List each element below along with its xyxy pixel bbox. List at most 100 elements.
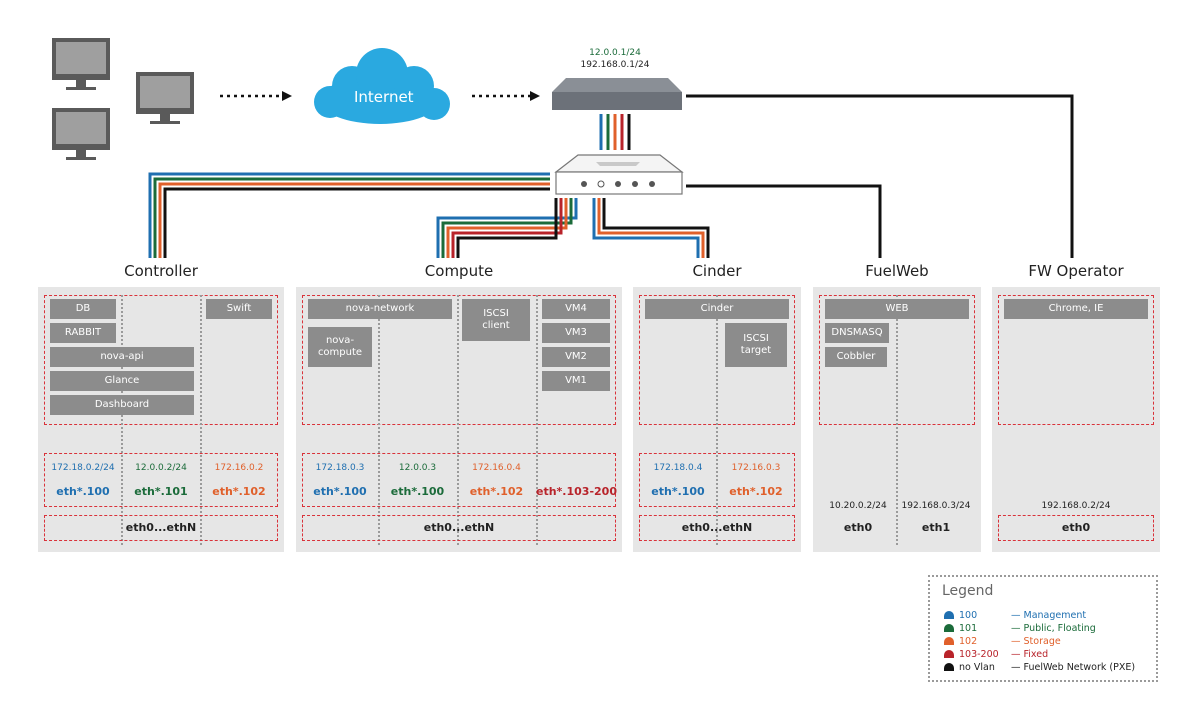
compute-vlan-divider	[457, 295, 459, 545]
service-iscsi-client: ISCSI client	[462, 299, 530, 341]
ip-label: 12.0.0.3	[398, 463, 437, 473]
legend: Legend 100 — Management 101 — Public, Fl…	[928, 575, 1158, 682]
vlan-100-swatch-icon	[944, 611, 954, 619]
ip-label: 192.168.0.2/24	[1041, 501, 1111, 511]
ip-label: 10.20.0.2/24	[829, 501, 887, 511]
legend-code: 101	[959, 622, 978, 634]
client-monitor-icon	[52, 108, 110, 160]
service-browser: Chrome, IE	[1004, 299, 1148, 319]
compute-panel: nova-network nova- compute ISCSI client …	[296, 287, 622, 552]
fuelweb-title: FuelWeb	[865, 262, 929, 280]
cinder-panel: Cinder ISCSI target 172.18.0.4 172.16.0.…	[633, 287, 801, 552]
no-vlan-swatch-icon	[944, 663, 954, 671]
fwoperator-panel: Chrome, IE 192.168.0.2/24 eth0	[992, 287, 1160, 552]
legend-desc: — Management	[1011, 609, 1087, 621]
gateway-router-icon	[552, 78, 682, 110]
legend-code: 102	[959, 635, 978, 647]
controller-panel: DB RABBIT nova-api Glance Dashboard Swif…	[38, 287, 284, 552]
controller-title: Controller	[124, 262, 198, 280]
gateway-switch-cables	[599, 114, 631, 150]
base-interface-label: eth0...ethN	[423, 521, 495, 534]
controller-vlan-divider	[200, 295, 202, 545]
service-cobbler: Cobbler	[825, 347, 887, 367]
service-cinder: Cinder	[645, 299, 789, 319]
service-nova-network: nova-network	[308, 299, 452, 319]
interface-label: eth*.100	[313, 485, 367, 498]
interface-label: eth1	[921, 521, 951, 534]
compute-vlan-divider	[378, 295, 380, 545]
legend-row: 102 — Storage	[944, 635, 1061, 647]
fwoperator-services-zone	[998, 295, 1154, 425]
gateway-ip-public: 12.0.0.1/24	[589, 48, 641, 58]
controller-base-zone	[44, 515, 278, 541]
ip-label: 192.168.0.3/24	[901, 501, 971, 511]
ip-label: 172.16.0.2	[214, 463, 264, 473]
ip-label: 172.16.0.4	[472, 463, 521, 473]
interface-label: eth*.103-200	[536, 485, 617, 498]
service-vm1: VM1	[542, 371, 610, 391]
legend-row: 101 — Public, Floating	[944, 622, 1096, 634]
controller-interfaces-zone	[44, 453, 278, 507]
interface-label: eth*.100	[56, 485, 110, 498]
legend-title: Legend	[942, 583, 994, 599]
ip-label: 172.16.0.3	[731, 463, 781, 473]
controller-services-zone	[44, 295, 278, 425]
cinder-vlan-divider	[716, 295, 718, 545]
service-vm3: VM3	[542, 323, 610, 343]
cinder-base-zone	[639, 515, 795, 541]
vlan-102-swatch-icon	[944, 637, 954, 645]
switch-controller-cables	[148, 172, 550, 258]
fwoperator-base-zone	[998, 515, 1154, 541]
gateway-fwoperator-cable	[686, 94, 1074, 258]
fwoperator-title: FW Operator	[1028, 262, 1124, 280]
service-dashboard: Dashboard	[50, 395, 194, 415]
service-vm4: VM4	[542, 299, 610, 319]
interface-label: eth*.102	[729, 485, 783, 498]
service-vm2: VM2	[542, 347, 610, 367]
legend-code: 103-200	[959, 648, 999, 660]
legend-code: no Vlan	[959, 661, 995, 673]
cinder-interfaces-zone	[639, 453, 795, 507]
legend-desc: — Public, Floating	[1011, 622, 1096, 634]
service-swift: Swift	[206, 299, 272, 319]
compute-interfaces-zone	[302, 453, 616, 507]
fuelweb-panel: WEB DNSMASQ Cobbler 10.20.0.2/24 192.168…	[813, 287, 981, 552]
service-rabbit: RABBIT	[50, 323, 116, 343]
interface-label: eth*.100	[390, 485, 445, 498]
ip-label: 172.18.0.4	[653, 463, 703, 473]
legend-desc: — FuelWeb Network (PXE)	[1011, 661, 1136, 673]
dotted-arrow-icon	[472, 91, 540, 101]
dotted-arrow-icon	[220, 91, 292, 101]
fuelweb-divider	[896, 295, 898, 545]
network-switch-icon	[554, 154, 684, 195]
service-nova-compute: nova- compute	[308, 327, 372, 367]
compute-base-zone	[302, 515, 616, 541]
client-monitor-icon	[52, 38, 110, 90]
gateway-ip-mgmt: 192.168.0.1/24	[580, 60, 650, 70]
service-iscsi-target: ISCSI target	[725, 323, 787, 367]
interface-label: eth0	[843, 521, 873, 534]
client-monitor-icon	[136, 72, 194, 124]
base-interface-label: eth0...ethN	[681, 521, 753, 534]
service-glance: Glance	[50, 371, 194, 391]
legend-row: 103-200 — Fixed	[944, 648, 1048, 660]
interface-label: eth0	[1061, 521, 1091, 534]
ip-label: 12.0.0.2/24	[135, 463, 187, 473]
legend-code: 100	[959, 609, 978, 621]
service-dnsmasq: DNSMASQ	[825, 323, 889, 343]
legend-row: 100 — Management	[944, 609, 1086, 621]
compute-vlan-divider	[536, 295, 538, 545]
interface-label: eth*.101	[134, 485, 188, 498]
switch-compute-cables	[436, 198, 578, 258]
base-interface-label: eth0...ethN	[125, 521, 197, 534]
service-web: WEB	[825, 299, 969, 319]
cinder-title: Cinder	[692, 262, 742, 280]
vlan-101-swatch-icon	[944, 624, 954, 632]
vlan-103-swatch-icon	[944, 650, 954, 658]
legend-desc: — Fixed	[1011, 648, 1049, 660]
legend-row: no Vlan — FuelWeb Network (PXE)	[944, 661, 1135, 673]
ip-label: 172.18.0.2/24	[51, 463, 115, 473]
compute-services-zone	[302, 295, 616, 425]
switch-cinder-cables	[592, 198, 710, 258]
